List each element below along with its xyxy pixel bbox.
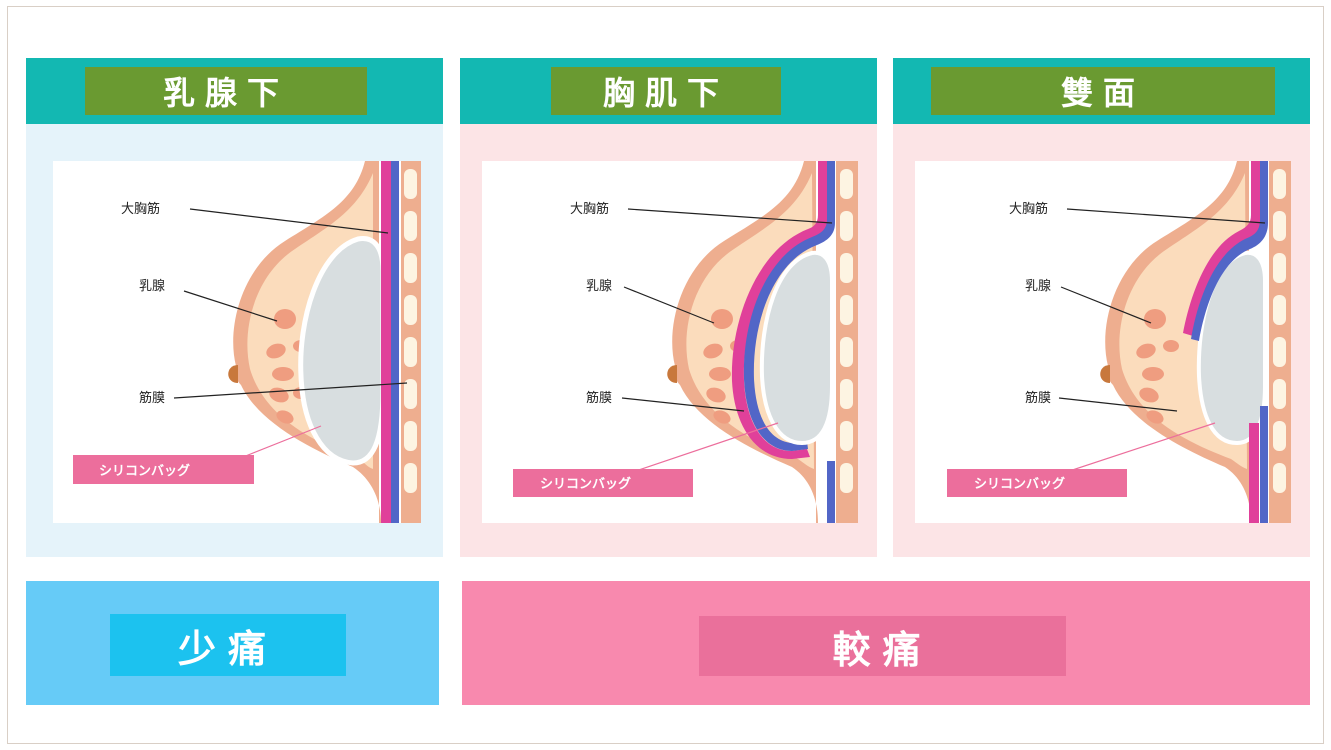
leader-lines <box>621 208 833 412</box>
label-gland: 乳腺 <box>1025 279 1051 294</box>
leader-lines <box>173 208 408 399</box>
label-muscle: 大胸筋 <box>570 201 609 217</box>
bag-label-box <box>513 469 693 497</box>
rib-cells <box>840 169 853 493</box>
fascia-layer <box>391 161 399 523</box>
implant <box>759 250 834 446</box>
muscle-lower <box>1249 423 1259 523</box>
pain-level-low: 少痛 <box>26 581 439 705</box>
diagram-dual-plane: 大胸筋 乳腺 筋膜 シリコンバッグ <box>915 161 1291 523</box>
diagram-subglandular: 大胸筋 乳腺 筋膜 シリコンバッグ <box>53 161 421 523</box>
fascia-lower <box>1260 406 1268 523</box>
muscle-layer <box>1183 161 1263 336</box>
panel-dual-plane: 雙面 <box>893 58 1310 557</box>
nipple <box>228 365 238 383</box>
figure-frame <box>7 6 1324 744</box>
label-gland: 乳腺 <box>139 279 165 294</box>
label-bag: シリコンバッグ <box>99 463 190 479</box>
leader-lines <box>1058 208 1266 412</box>
diagram-submuscular: 大胸筋 乳腺 筋膜 シリコンバッグ <box>482 161 858 523</box>
label-bag: シリコンバッグ <box>540 476 631 492</box>
label-fascia: 筋膜 <box>1025 390 1051 406</box>
pain-level-high: 較痛 <box>462 581 1310 705</box>
gland-lobules <box>1136 309 1179 424</box>
label-fascia: 筋膜 <box>139 390 165 406</box>
muscle-layer <box>731 161 830 459</box>
panel-title: 雙面 <box>931 67 1275 115</box>
panel-header: 胸肌下 <box>460 58 877 124</box>
bag-label-box <box>73 455 254 484</box>
label-fascia: 筋膜 <box>586 390 612 406</box>
bag-label-box <box>947 469 1127 497</box>
pain-level-high-label: 較痛 <box>699 616 1066 676</box>
panel-header: 乳腺下 <box>26 58 443 124</box>
fascia-layer <box>743 161 835 451</box>
fascia-layer <box>1191 161 1268 341</box>
rib-cells <box>404 169 417 493</box>
label-gland: 乳腺 <box>586 279 612 294</box>
panel-title: 胸肌下 <box>551 67 781 115</box>
pain-level-low-label: 少痛 <box>110 614 346 676</box>
panel-header: 雙面 <box>893 58 1310 124</box>
nipple <box>1100 365 1110 383</box>
nipple <box>667 365 677 383</box>
label-muscle: 大胸筋 <box>1009 201 1048 217</box>
panel-subglandular: 乳腺下 <box>26 58 443 557</box>
muscle-layer <box>381 161 393 523</box>
label-muscle: 大胸筋 <box>121 201 160 217</box>
fascia-lower <box>827 461 835 523</box>
panel-title: 乳腺下 <box>85 67 367 115</box>
rib-cells <box>1273 169 1286 493</box>
label-bag: シリコンバッグ <box>974 476 1065 492</box>
panel-submuscular: 胸肌下 <box>460 58 877 557</box>
